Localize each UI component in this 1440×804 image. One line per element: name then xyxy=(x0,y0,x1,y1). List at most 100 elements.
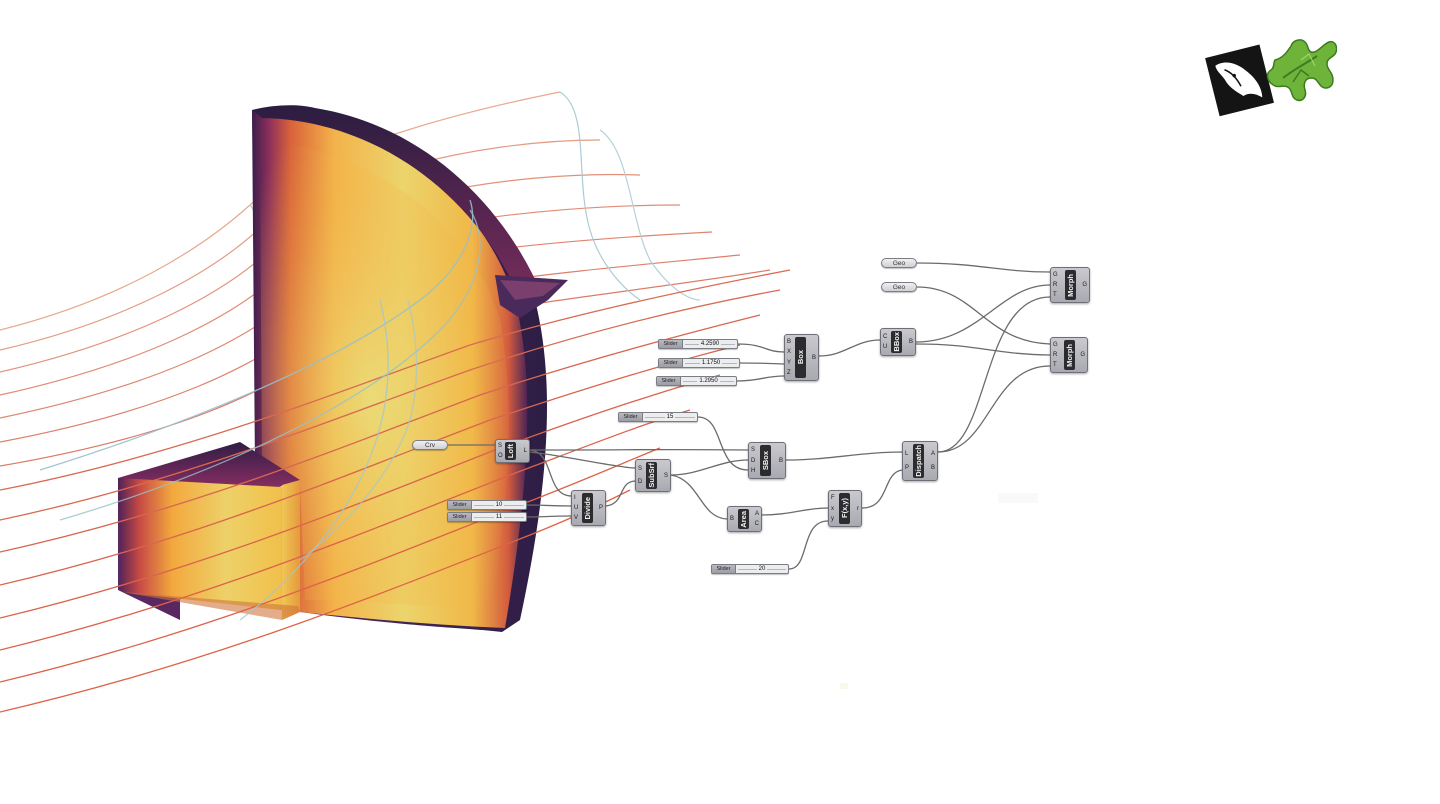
port-d[interactable]: D xyxy=(751,457,756,464)
port-s[interactable]: S xyxy=(751,447,756,454)
divide-outputs: P xyxy=(599,491,603,525)
port-b-out[interactable]: B xyxy=(811,354,816,361)
port-s[interactable]: S xyxy=(638,466,643,473)
port-y[interactable]: y xyxy=(831,515,834,522)
morph2-core: Morph xyxy=(1064,340,1075,370)
slider-value[interactable]: 1.1750 xyxy=(683,359,739,367)
slider-value[interactable]: 20 xyxy=(736,565,788,573)
fxy-outputs: r xyxy=(857,491,859,526)
port-g-out[interactable]: G xyxy=(1082,282,1087,288)
port-g[interactable]: G xyxy=(1053,342,1058,348)
port-r[interactable]: R xyxy=(1053,352,1058,358)
slider-value[interactable]: 11 xyxy=(472,513,526,521)
morph1-outputs: G xyxy=(1082,268,1087,302)
divide-title: Divide xyxy=(583,496,592,520)
port-r[interactable]: R xyxy=(1053,282,1058,288)
geo-param-2[interactable]: Geo xyxy=(881,282,917,292)
morph2-title: Morph xyxy=(1065,343,1074,367)
slider-label: Slider xyxy=(659,340,683,348)
port-t[interactable]: T xyxy=(1053,362,1057,368)
port-b[interactable]: B xyxy=(730,516,735,522)
port-p[interactable]: P xyxy=(905,465,910,472)
port-x[interactable]: x xyxy=(831,505,834,512)
slider-box-x[interactable]: Slider 4.2590 xyxy=(658,339,738,349)
port-c[interactable]: C xyxy=(883,333,888,340)
port-b[interactable]: B xyxy=(930,465,935,472)
port-u[interactable]: U xyxy=(574,505,579,511)
port-s-out[interactable]: S xyxy=(663,472,668,479)
divide-core: Divide xyxy=(582,493,593,523)
port-p[interactable]: P xyxy=(598,505,603,511)
loft-title: Loft xyxy=(506,443,515,459)
slider-box-z[interactable]: Slider 1.2950 xyxy=(656,376,737,386)
slider-value-text: 11 xyxy=(493,514,505,520)
faint-artifacts xyxy=(840,493,1038,689)
port-g-out[interactable]: G xyxy=(1080,352,1085,358)
port-t[interactable]: T xyxy=(1053,292,1057,298)
port-r[interactable]: r xyxy=(857,505,859,512)
slider-box-y[interactable]: Slider 1.1750 xyxy=(658,358,740,368)
slider-value[interactable]: 1.2950 xyxy=(681,377,736,385)
slider-divide-v[interactable]: Slider 11 xyxy=(447,512,527,522)
port-z[interactable]: Z xyxy=(787,369,791,376)
port-b-out[interactable]: B xyxy=(908,339,913,345)
slider-label: Slider xyxy=(657,377,681,385)
port-i[interactable]: I xyxy=(574,495,576,501)
morph1-title: Morph xyxy=(1066,273,1075,297)
slider-value[interactable]: 15 xyxy=(643,413,697,421)
slider-value[interactable]: 10 xyxy=(472,501,526,509)
port-u[interactable]: U xyxy=(883,344,888,351)
port-y[interactable]: Y xyxy=(787,359,792,366)
slider-value[interactable]: 4.2590 xyxy=(683,340,737,348)
subsrf-core: SubSrf xyxy=(646,462,657,489)
geo-param-1[interactable]: Geo xyxy=(881,258,917,268)
port-b[interactable]: B xyxy=(787,339,792,346)
crv-param-label: Crv xyxy=(424,441,436,449)
port-d[interactable]: D xyxy=(638,478,643,485)
port-v[interactable]: V xyxy=(574,515,579,521)
port-l[interactable]: L xyxy=(523,448,527,454)
dispatch-core: Dispatch xyxy=(913,444,924,478)
crv-param[interactable]: Crv xyxy=(412,440,448,450)
wires xyxy=(448,262,1051,570)
slider-label: Slider xyxy=(619,413,643,421)
slider-label: Slider xyxy=(448,513,472,521)
port-s[interactable]: S xyxy=(498,443,503,450)
port-a[interactable]: A xyxy=(754,511,759,517)
port-f[interactable]: F xyxy=(831,495,835,502)
port-a[interactable]: A xyxy=(930,450,935,457)
bbox-title: BBox xyxy=(892,332,901,352)
morph2-outputs: G xyxy=(1080,338,1085,372)
slider-label: Slider xyxy=(448,501,472,509)
port-g[interactable]: G xyxy=(1053,272,1058,278)
slider-sbox-count[interactable]: Slider 15 xyxy=(618,412,698,422)
fxy-core: F(x,y) xyxy=(839,493,850,524)
port-o[interactable]: O xyxy=(498,452,503,459)
slider-divide-u[interactable]: Slider 10 xyxy=(447,500,527,510)
slider-fxy-y[interactable]: Slider 20 xyxy=(711,564,789,574)
port-b-out[interactable]: B xyxy=(778,457,783,464)
slider-value-text: 20 xyxy=(756,566,768,572)
port-x[interactable]: X xyxy=(787,349,792,356)
port-h[interactable]: H xyxy=(751,467,756,474)
sbox-outputs: B xyxy=(779,443,783,478)
dispatch-title: Dispatch xyxy=(914,445,923,477)
port-l[interactable]: L xyxy=(905,450,909,457)
bbox-outputs: B xyxy=(909,329,913,355)
port-c[interactable]: C xyxy=(754,521,759,527)
